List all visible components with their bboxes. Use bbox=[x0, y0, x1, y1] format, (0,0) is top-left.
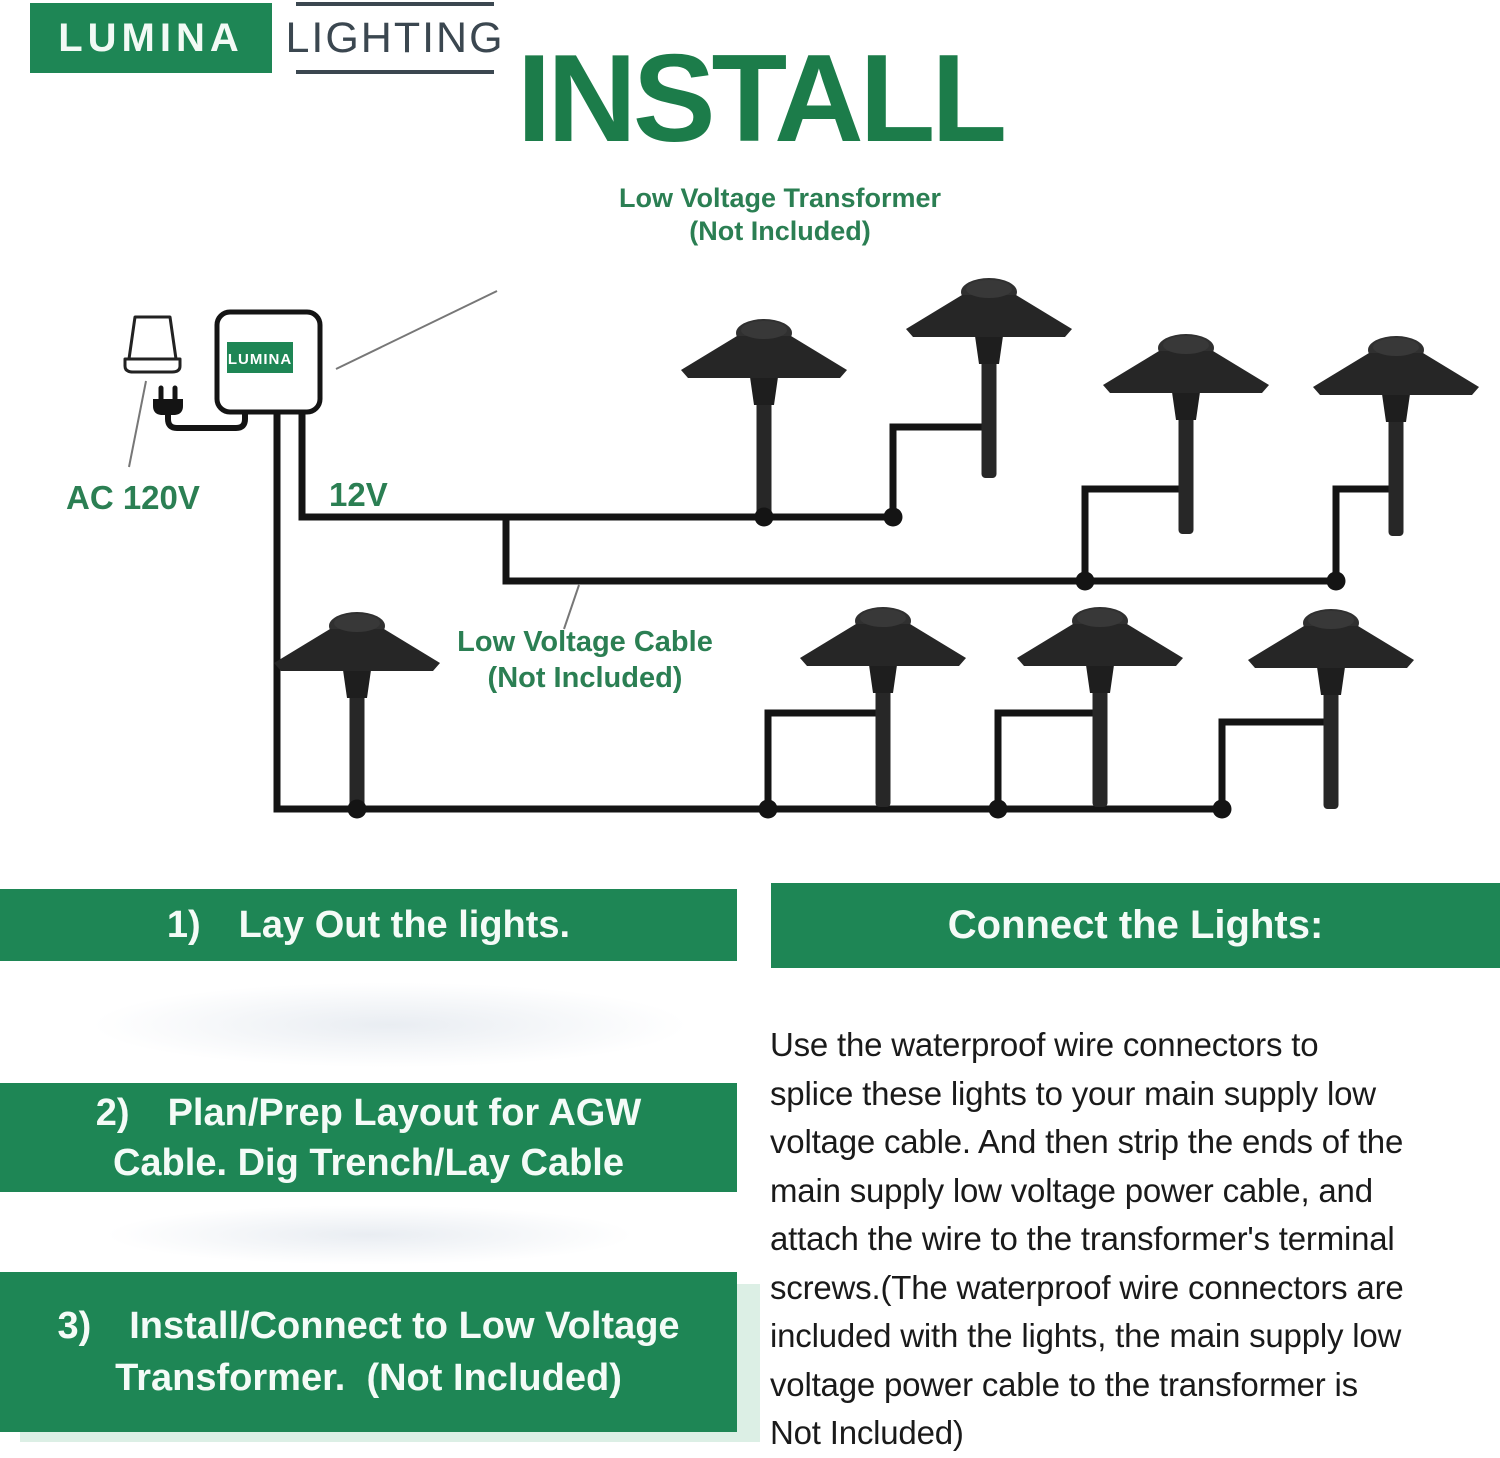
low-voltage-cables bbox=[273, 412, 1396, 813]
connect-heading-banner: Connect the Lights: bbox=[771, 883, 1500, 968]
junction-dot bbox=[1326, 571, 1346, 591]
step-3-banner: 3) Install/Connect to Low Voltage Transf… bbox=[0, 1272, 737, 1432]
step-3-text: Install/Connect to Low Voltage bbox=[129, 1305, 680, 1347]
cable-upper-right-run bbox=[502, 517, 1336, 585]
junction-dot bbox=[988, 799, 1008, 819]
step-3-text-line2: Transformer. (Not Included) bbox=[115, 1357, 622, 1399]
transformer-box: LUMINA bbox=[214, 309, 323, 415]
logo-lumina: LUMINA bbox=[30, 3, 272, 73]
step-2-banner: 2) Plan/Prep Layout for AGW Cable. Dig T… bbox=[0, 1083, 737, 1192]
connect-body-line: splice these lights to your main supply … bbox=[770, 1074, 1376, 1112]
cable-label-line2: (Not Included) bbox=[487, 662, 683, 694]
cable-label: Low Voltage Cable (Not Included) bbox=[415, 624, 755, 696]
cable-branch-light4 bbox=[1332, 485, 1396, 581]
cable-branch-light7 bbox=[994, 709, 1100, 809]
cable-branch-light3 bbox=[1081, 485, 1186, 581]
outlet-icon bbox=[123, 315, 182, 374]
step-3-number: 3) bbox=[57, 1305, 92, 1347]
path-light-icon bbox=[906, 278, 1072, 478]
junction-dot bbox=[1212, 799, 1232, 819]
ac-voltage-label: AC 120V bbox=[66, 479, 200, 516]
transformer-box-badge bbox=[227, 342, 293, 373]
leader-transformer bbox=[335, 290, 498, 370]
dc-voltage-label: 12V bbox=[329, 476, 388, 513]
path-light-icon bbox=[681, 319, 847, 519]
cable-label-line1: Low Voltage Cable bbox=[457, 626, 713, 658]
junction-dot bbox=[754, 507, 774, 527]
junction-dot bbox=[758, 799, 778, 819]
step-1-banner: 1) Lay Out the lights. bbox=[0, 889, 737, 961]
leader-lines bbox=[128, 290, 580, 630]
connect-body-line: voltage power cable to the transformer i… bbox=[770, 1365, 1358, 1403]
junction-dot bbox=[883, 507, 903, 527]
cable-branch-light8 bbox=[1218, 718, 1331, 809]
path-light-icon bbox=[1103, 334, 1269, 534]
path-light-icon bbox=[1017, 607, 1183, 807]
connect-body-line: included with the lights, the main suppl… bbox=[770, 1317, 1402, 1354]
leader-ac bbox=[128, 380, 147, 468]
leader-cable bbox=[563, 584, 580, 630]
logo-lighting: LIGHTING bbox=[285, 2, 503, 74]
transformer-label-line1: Low Voltage Transformer bbox=[618, 183, 942, 213]
connect-body-line: main supply low voltage power cable, and bbox=[770, 1171, 1373, 1209]
path-lights bbox=[274, 278, 1479, 812]
transformer-label-line2: (Not Included) bbox=[689, 216, 871, 246]
step-2-text-line2: Cable. Dig Trench/Lay Cable bbox=[112, 1141, 625, 1184]
step-2-number: 2) bbox=[95, 1091, 130, 1134]
path-light-icon bbox=[1248, 609, 1414, 809]
connect-body-line: voltage cable. And then strip the ends o… bbox=[770, 1123, 1404, 1160]
path-light-icon bbox=[274, 612, 440, 812]
transformer-label: Low Voltage Transformer (Not Included) bbox=[555, 182, 1005, 248]
connect-body-line: screws.(The waterproof wire connectors a… bbox=[770, 1268, 1404, 1306]
photo-shadow bbox=[40, 975, 740, 1075]
junction-dot bbox=[1075, 571, 1095, 591]
power-cord bbox=[165, 411, 248, 431]
step-1-text: Lay Out the lights. bbox=[238, 904, 571, 946]
photo-shadow bbox=[60, 1200, 680, 1270]
transformer-box-label: LUMINA bbox=[228, 351, 292, 368]
connect-body-line: Not Included) bbox=[770, 1414, 964, 1451]
junction-dot bbox=[347, 799, 367, 819]
cable-branch-light2 bbox=[889, 423, 989, 517]
cable-12v-run bbox=[298, 412, 893, 521]
connect-body-text: Use the waterproof wire connectors to sp… bbox=[770, 1021, 1486, 1458]
plug-icon bbox=[153, 385, 248, 431]
cable-lower-run bbox=[273, 412, 1222, 813]
step-2-text: Plan/Prep Layout for AGW bbox=[167, 1091, 642, 1134]
step-1-number: 1) bbox=[166, 904, 201, 946]
path-light-icon bbox=[800, 607, 966, 807]
cable-branch-light6 bbox=[764, 709, 883, 809]
wiring-diagram: LUMINA bbox=[123, 278, 1479, 819]
connect-body-line: attach the wire to the transformer's ter… bbox=[770, 1220, 1395, 1257]
connect-body-line: Use the waterproof wire connectors to bbox=[770, 1026, 1319, 1063]
page-title: INSTALL bbox=[516, 30, 1007, 168]
wire-junctions bbox=[347, 507, 1346, 819]
